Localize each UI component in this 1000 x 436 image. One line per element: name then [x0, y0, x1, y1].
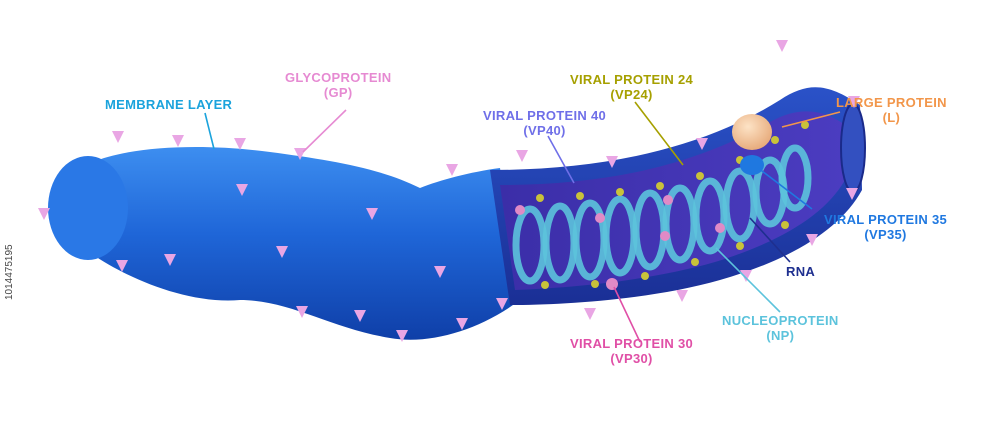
label-line: VIRAL PROTEIN 24 — [570, 72, 693, 87]
label-line: NUCLEOPROTEIN — [722, 313, 839, 328]
label-line: (NP) — [722, 328, 839, 343]
label-nucleoprotein: NUCLEOPROTEIN (NP) — [722, 313, 839, 343]
label-line: RNA — [786, 264, 815, 279]
label-vp40: VIRAL PROTEIN 40 (VP40) — [483, 108, 606, 138]
label-line: MEMBRANE LAYER — [105, 97, 232, 112]
label-line: (VP30) — [570, 351, 693, 366]
label-line: (L) — [836, 110, 947, 125]
label-line: VIRAL PROTEIN 30 — [570, 336, 693, 351]
label-line: (VP40) — [483, 123, 606, 138]
label-line: (GP) — [285, 85, 391, 100]
label-line: (VP35) — [824, 227, 947, 242]
label-glycoprotein: GLYCOPROTEIN (GP) — [285, 70, 391, 100]
label-membrane-layer: MEMBRANE LAYER — [105, 97, 232, 112]
vp35-blob — [740, 155, 764, 175]
label-vp35: VIRAL PROTEIN 35 (VP35) — [824, 212, 947, 242]
virus-body — [60, 147, 520, 340]
label-line: (VP24) — [570, 87, 693, 102]
label-line: VIRAL PROTEIN 40 — [483, 108, 606, 123]
label-line: GLYCOPROTEIN — [285, 70, 391, 85]
stock-id: 1014475195 — [4, 244, 15, 300]
label-large-protein: LARGE PROTEIN (L) — [836, 95, 947, 125]
label-vp24: VIRAL PROTEIN 24 (VP24) — [570, 72, 693, 102]
label-vp30: VIRAL PROTEIN 30 (VP30) — [570, 336, 693, 366]
label-line: LARGE PROTEIN — [836, 95, 947, 110]
virus-body-end — [48, 156, 128, 260]
large-protein-blob — [732, 114, 772, 150]
label-line: VIRAL PROTEIN 35 — [824, 212, 947, 227]
label-rna: RNA — [786, 264, 815, 279]
